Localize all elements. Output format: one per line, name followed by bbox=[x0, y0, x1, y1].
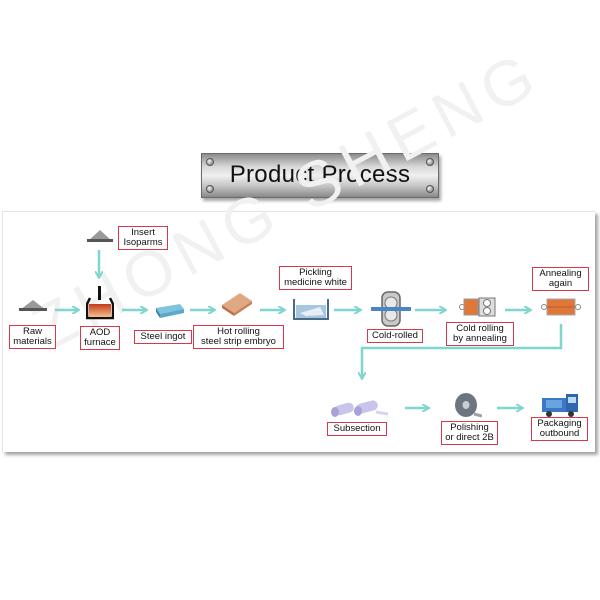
step-label-insert: Insert Isoparms bbox=[118, 226, 168, 250]
step-label-ingot: Steel ingot bbox=[134, 330, 192, 344]
pile-icon bbox=[87, 230, 113, 242]
roller-icon bbox=[371, 291, 411, 327]
bolt-icon bbox=[206, 158, 214, 166]
step-label-pickling: Pickling medicine white bbox=[279, 266, 352, 290]
coils-icon bbox=[331, 400, 388, 417]
ingot-icon bbox=[156, 304, 184, 318]
step-label-pack: Packaging outbound bbox=[531, 417, 588, 441]
furnace-icon bbox=[86, 286, 114, 320]
truck-icon bbox=[542, 394, 578, 417]
title-plate: Product Process bbox=[201, 153, 439, 198]
step-label-anneal: Annealing again bbox=[532, 267, 589, 291]
annealer-roller-icon bbox=[459, 297, 496, 317]
pile-icon bbox=[19, 300, 47, 311]
annealer-icon bbox=[541, 298, 581, 316]
step-label-subsection: Subsection bbox=[327, 422, 387, 436]
bolt-icon bbox=[206, 185, 214, 193]
coil-icon bbox=[455, 393, 482, 418]
slab-icon bbox=[222, 293, 252, 316]
step-label-raw: Raw materials bbox=[9, 325, 56, 349]
step-label-cold: Cold-rolled bbox=[367, 329, 423, 343]
step-label-coldanneal: Cold rolling by annealing bbox=[446, 322, 514, 346]
step-label-polish: Polishing or direct 2B bbox=[441, 421, 498, 445]
step-label-hot: Hot rolling steel strip embryo bbox=[193, 325, 284, 349]
step-label-aod: AOD furnace bbox=[80, 326, 120, 350]
page-title: Product Process bbox=[229, 161, 411, 188]
tank-icon bbox=[293, 299, 329, 320]
arrow-anneal-subsection bbox=[362, 324, 563, 378]
bolt-icon bbox=[426, 185, 434, 193]
bolt-icon bbox=[426, 158, 434, 166]
